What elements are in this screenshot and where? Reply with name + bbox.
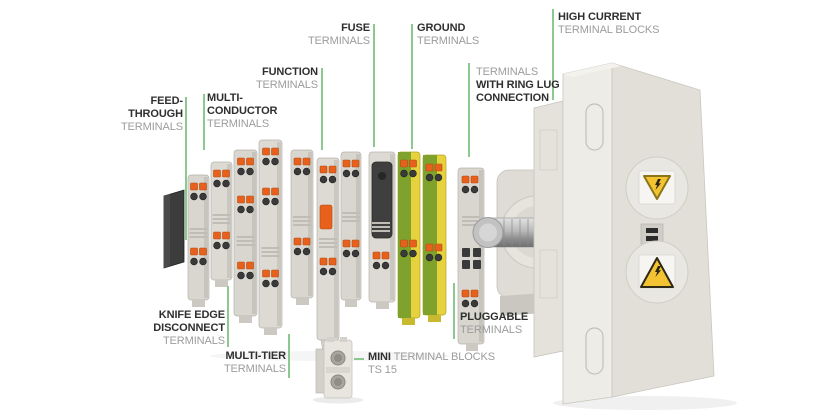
callout-line-fuse	[373, 24, 375, 147]
end-bracket	[163, 189, 185, 269]
callout-line-function	[321, 68, 323, 150]
label-line: WITH RING LUG	[476, 79, 560, 91]
threaded-stud	[472, 217, 541, 248]
fuse-terminal-strip	[368, 151, 396, 309]
mini-terminal-block	[315, 337, 353, 399]
label-line: CONNECTION	[476, 92, 549, 104]
label-feed-through-terminals: FEED- THROUGH TERMINALS	[121, 95, 183, 134]
label-segment: MINI	[368, 351, 391, 363]
shadow	[313, 396, 363, 404]
callout-line-multi-conductor	[203, 94, 205, 150]
label-ground-terminals: GROUND TERMINALS	[417, 22, 479, 48]
label-line: TERMINALS	[417, 35, 480, 47]
shadow	[553, 396, 737, 410]
label-knife-edge-disconnect-terminals: KNIFE EDGE DISCONNECT TERMINALS	[153, 309, 225, 348]
callout-line-multi-tier	[288, 334, 290, 378]
callout-line-pluggable	[453, 283, 455, 339]
label-multi-tier-terminals: MULTI-TIER TERMINALS	[224, 350, 286, 376]
label-high-current-terminal-blocks: HIGH CURRENT TERMINAL BLOCKS	[558, 11, 660, 37]
label-line: DISCONNECT	[153, 322, 225, 334]
label-line: MULTI-	[207, 92, 243, 104]
callout-line-knife-edge	[227, 286, 229, 347]
label-line: TERMINALS	[255, 79, 318, 91]
multi-conductor-terminal-strip	[258, 139, 283, 335]
label-line: KNIFE EDGE	[158, 309, 225, 321]
label-line: TERMINALS	[223, 363, 286, 375]
callout-line-ground	[411, 24, 413, 149]
label-line: FUNCTION	[261, 66, 318, 78]
label-line: MINI TERMINAL BLOCKS	[368, 351, 495, 363]
label-line: TERMINALS	[307, 35, 370, 47]
label-line: TERMINALS	[207, 118, 270, 130]
callout-line-feed-through	[185, 97, 187, 240]
label-line: MULTI-TIER	[225, 350, 286, 362]
label-line: TS 15	[368, 364, 397, 376]
label-line: TERMINALS	[460, 324, 523, 336]
label-line: TERMINALS	[162, 335, 225, 347]
warning-triangle-down-icon	[625, 156, 689, 220]
label-line: FEED-	[150, 95, 183, 107]
label-mini-terminal-blocks: MINI TERMINAL BLOCKS TS 15	[368, 351, 495, 377]
label-pluggable-terminals: PLUGGABLE TERMINALS	[460, 311, 528, 337]
label-function-terminals: FUNCTION TERMINALS	[256, 66, 318, 92]
label-line: TERMINALS	[476, 66, 539, 78]
callout-line-ring-lug	[468, 63, 470, 157]
label-fuse-terminals: FUSE TERMINALS	[308, 22, 370, 48]
label-line: FUSE	[341, 22, 370, 34]
label-line: GROUND	[417, 22, 466, 34]
label-multi-conductor-terminals: MULTI- CONDUCTOR TERMINALS	[207, 92, 278, 131]
function-terminal-strip	[316, 157, 340, 358]
multi-conductor-terminal-strip	[233, 149, 258, 323]
label-ring-lug-terminals: TERMINALS WITH RING LUG CONNECTION	[476, 66, 560, 105]
multi-tier-terminal-strip	[290, 149, 314, 305]
label-line: TERMINAL BLOCKS	[558, 24, 660, 36]
label-line: PLUGGABLE	[460, 311, 529, 323]
high-current-terminal-block	[533, 62, 715, 405]
warning-triangle-up-icon	[625, 240, 689, 304]
pluggable-terminal-strip	[457, 167, 485, 351]
label-line: CONDUCTOR	[207, 105, 278, 117]
callout-line-high-current	[552, 9, 554, 100]
label-line: HIGH CURRENT	[558, 11, 642, 23]
ground-terminal-strip	[397, 151, 447, 325]
label-segment: TERMINAL BLOCKS	[390, 351, 496, 363]
label-line: TERMINALS	[120, 121, 183, 133]
label-line: THROUGH	[128, 108, 183, 120]
terminal-strip	[340, 151, 362, 307]
callout-line-mini	[354, 358, 364, 360]
feed-through-terminal-strip	[187, 174, 210, 307]
knife-edge-disconnect-terminal-strip	[210, 161, 233, 287]
